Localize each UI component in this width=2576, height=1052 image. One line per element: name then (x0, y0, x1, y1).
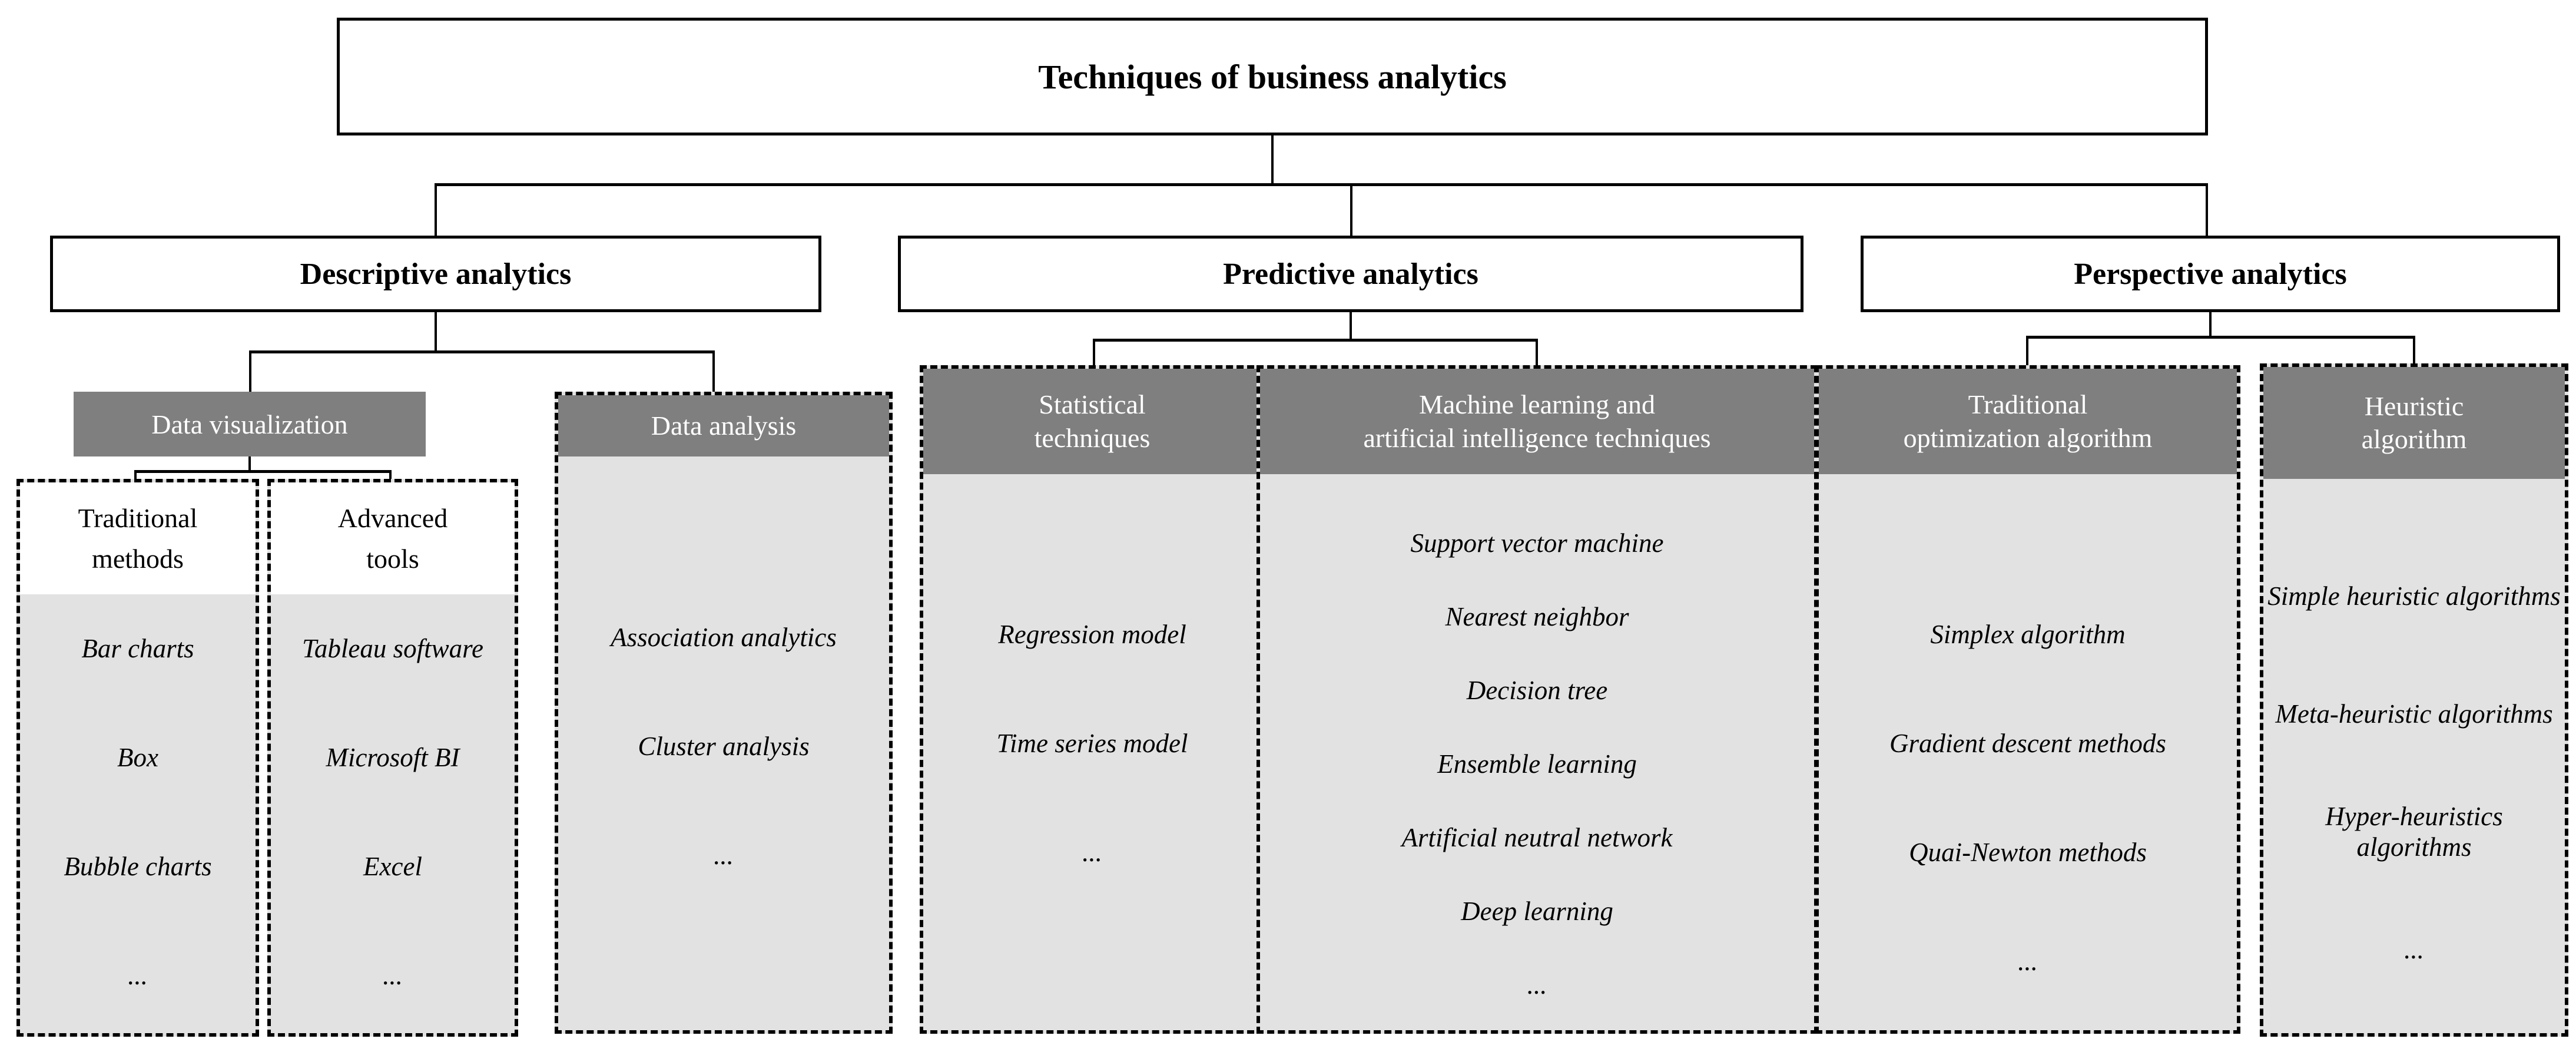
ellipsis-item: ... (383, 960, 403, 990)
branch-descriptive-label: Descriptive analytics (300, 257, 572, 291)
connector (435, 312, 437, 353)
connector (2209, 312, 2212, 338)
column-traditional-methods-header: Traditional methods (20, 482, 256, 594)
header-line: Data analysis (651, 410, 797, 441)
group-data-visualization-header: Data visualization (74, 392, 426, 456)
column-advanced-tools: Advanced tools Tableau software Microsof… (267, 479, 518, 1037)
header-line: Machine learning and (1418, 389, 1656, 420)
connector (134, 470, 392, 473)
root-box: Techniques of business analytics (337, 18, 2208, 135)
connector (712, 350, 715, 393)
header-line: artificial intelligence techniques (1363, 422, 1711, 453)
list-item: Meta-heuristic algorithms (2275, 699, 2553, 729)
connector (2413, 336, 2415, 366)
list-item: Quai-Newton methods (1909, 837, 2147, 867)
list-item: Bubble charts (64, 851, 212, 881)
list-item: Tableau software (302, 633, 483, 663)
connector (249, 350, 715, 353)
header-line: Heuristic (2364, 391, 2464, 421)
list-item: Excel (363, 851, 422, 881)
list-item: Hyper-heuristics algorithms (2325, 802, 2503, 862)
connector (1350, 312, 1352, 341)
column-body: Simplex algorithm Gradient descent metho… (1819, 474, 2237, 1030)
header-line: Advanced (337, 503, 448, 533)
column-statistical-techniques-header: Statistical techniques (923, 369, 1261, 474)
connector (1536, 339, 1538, 366)
list-item: Simple heuristic algorithms (2267, 581, 2561, 611)
ellipsis-item: ... (128, 960, 148, 990)
column-body: Tableau software Microsoft BI Excel ... (271, 594, 515, 1033)
list-item: Ensemble learning (1437, 749, 1637, 779)
list-item: Bar charts (81, 633, 194, 663)
ellipsis-item: ... (1082, 837, 1102, 867)
ellipsis-item: ... (1527, 970, 1547, 1000)
list-item: Box (117, 742, 158, 772)
list-item: Regression model (998, 619, 1186, 649)
ellipsis-item: ... (714, 840, 734, 870)
connector (1350, 183, 1352, 237)
list-item: Microsoft BI (326, 742, 460, 772)
list-item: Nearest neighbor (1445, 601, 1629, 631)
column-advanced-tools-header: Advanced tools (271, 482, 515, 594)
header-line: algorithm (2361, 424, 2467, 454)
column-statistical-techniques: Statistical techniques Regression model … (920, 365, 1265, 1034)
column-heuristic-algorithm: Heuristic algorithm Simple heuristic alg… (2260, 363, 2568, 1037)
column-body: Regression model Time series model ... (923, 474, 1261, 1030)
list-item: Gradient descent methods (1889, 728, 2166, 758)
connector (1093, 339, 1538, 342)
column-traditional-optimization-header: Traditional optimization algorithm (1819, 369, 2237, 474)
list-item: Artificial neutral network (1401, 822, 1673, 852)
header-line: Traditional (78, 503, 198, 533)
column-traditional-optimization: Traditional optimization algorithm Simpl… (1815, 365, 2240, 1034)
list-item: Deep learning (1461, 896, 1613, 926)
connector (435, 183, 2208, 186)
connector (2026, 336, 2028, 366)
list-item: Time series model (996, 728, 1188, 758)
connector (249, 350, 251, 393)
column-body: Association analytics Cluster analysis .… (558, 456, 889, 1030)
column-body: Bar charts Box Bubble charts ... (20, 594, 256, 1033)
list-item: Association analytics (611, 622, 837, 652)
connector (2206, 183, 2208, 237)
branch-predictive-box: Predictive analytics (898, 236, 1803, 312)
ellipsis-item: ... (2018, 946, 2038, 976)
branch-perspective-box: Perspective analytics (1861, 236, 2560, 312)
connector (435, 183, 437, 237)
branch-descriptive-box: Descriptive analytics (50, 236, 821, 312)
connector (1093, 339, 1095, 366)
list-item: Cluster analysis (638, 731, 810, 761)
connector (2026, 336, 2415, 339)
header-line: methods (92, 544, 184, 574)
header-line: Statistical (1039, 389, 1146, 420)
header-line: techniques (1034, 422, 1151, 453)
header-line: optimization algorithm (1903, 422, 2153, 453)
column-traditional-methods: Traditional methods Bar charts Box Bubbl… (16, 479, 259, 1037)
column-ml-ai-techniques: Machine learning and artificial intellig… (1256, 365, 1818, 1034)
header-line: tools (366, 544, 419, 574)
branch-perspective-label: Perspective analytics (2074, 257, 2347, 291)
column-ml-ai-techniques-header: Machine learning and artificial intellig… (1260, 369, 1814, 474)
header-line: Traditional (1968, 389, 2088, 420)
connector (134, 470, 137, 480)
column-heuristic-algorithm-header: Heuristic algorithm (2263, 367, 2565, 479)
list-item: Support vector machine (1410, 528, 1664, 558)
root-label: Techniques of business analytics (1038, 57, 1507, 96)
ellipsis-item: ... (2404, 935, 2424, 965)
column-data-analysis-header: Data analysis (558, 395, 889, 456)
column-body: Support vector machine Nearest neighbor … (1260, 474, 1814, 1030)
list-item: Simplex algorithm (1930, 619, 2126, 649)
connector (248, 456, 251, 472)
group-data-visualization-label: Data visualization (151, 409, 348, 439)
column-body: Simple heuristic algorithms Meta-heurist… (2263, 479, 2565, 1033)
connector (1271, 135, 1274, 186)
column-data-analysis: Data analysis Association analytics Clus… (555, 392, 893, 1034)
list-item: Decision tree (1466, 675, 1608, 705)
branch-predictive-label: Predictive analytics (1223, 257, 1478, 291)
connector (389, 470, 392, 480)
